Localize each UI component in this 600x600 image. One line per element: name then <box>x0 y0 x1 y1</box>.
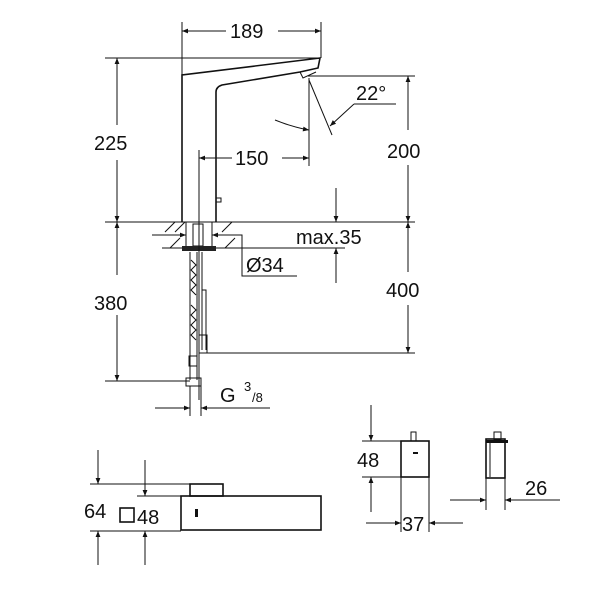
dim-box-37-label: 37 <box>402 514 424 536</box>
dim-max35-label: max.35 <box>296 227 362 249</box>
dimension-angle: 22° <box>274 79 396 136</box>
dimension-189: 189 <box>181 21 322 75</box>
dim-angle-label: 22° <box>356 83 386 105</box>
dim-200-label: 200 <box>387 141 420 163</box>
dim-64-label: 64 <box>84 501 106 523</box>
dim-box-48-label: 48 <box>357 450 379 472</box>
dimension-150: 150 <box>198 78 310 400</box>
dim-box-26-label: 26 <box>525 478 547 500</box>
faucet-side-view <box>105 57 415 387</box>
dim-150-label: 150 <box>235 148 268 170</box>
dim-189-label: 189 <box>230 21 263 43</box>
control-box-side-view: 26 <box>450 431 560 510</box>
dim-48-square-label: 48 <box>137 507 159 529</box>
dimension-max35: max.35 <box>235 188 362 283</box>
dimension-400: 400 <box>207 222 419 354</box>
dim-225-label: 225 <box>94 133 127 155</box>
dimension-diameter: Ø34 <box>152 232 297 277</box>
control-box-front-view: 48 37 <box>357 405 463 536</box>
square-symbol <box>119 507 135 523</box>
dim-380-label: 380 <box>94 293 127 315</box>
faucet-top-view: 64 48 <box>84 450 322 565</box>
thread-g-label: G <box>220 385 236 407</box>
dim-diameter-label: Ø34 <box>246 255 284 277</box>
thread-numerator: 3 <box>244 379 251 394</box>
dim-400-label: 400 <box>386 280 419 302</box>
dimension-200: 200 <box>308 75 420 222</box>
dimension-thread: G 3 /8 <box>155 379 270 416</box>
dimension-225: 225 <box>94 57 320 222</box>
dimension-380: 380 <box>94 222 190 382</box>
thread-denominator: /8 <box>252 390 263 405</box>
